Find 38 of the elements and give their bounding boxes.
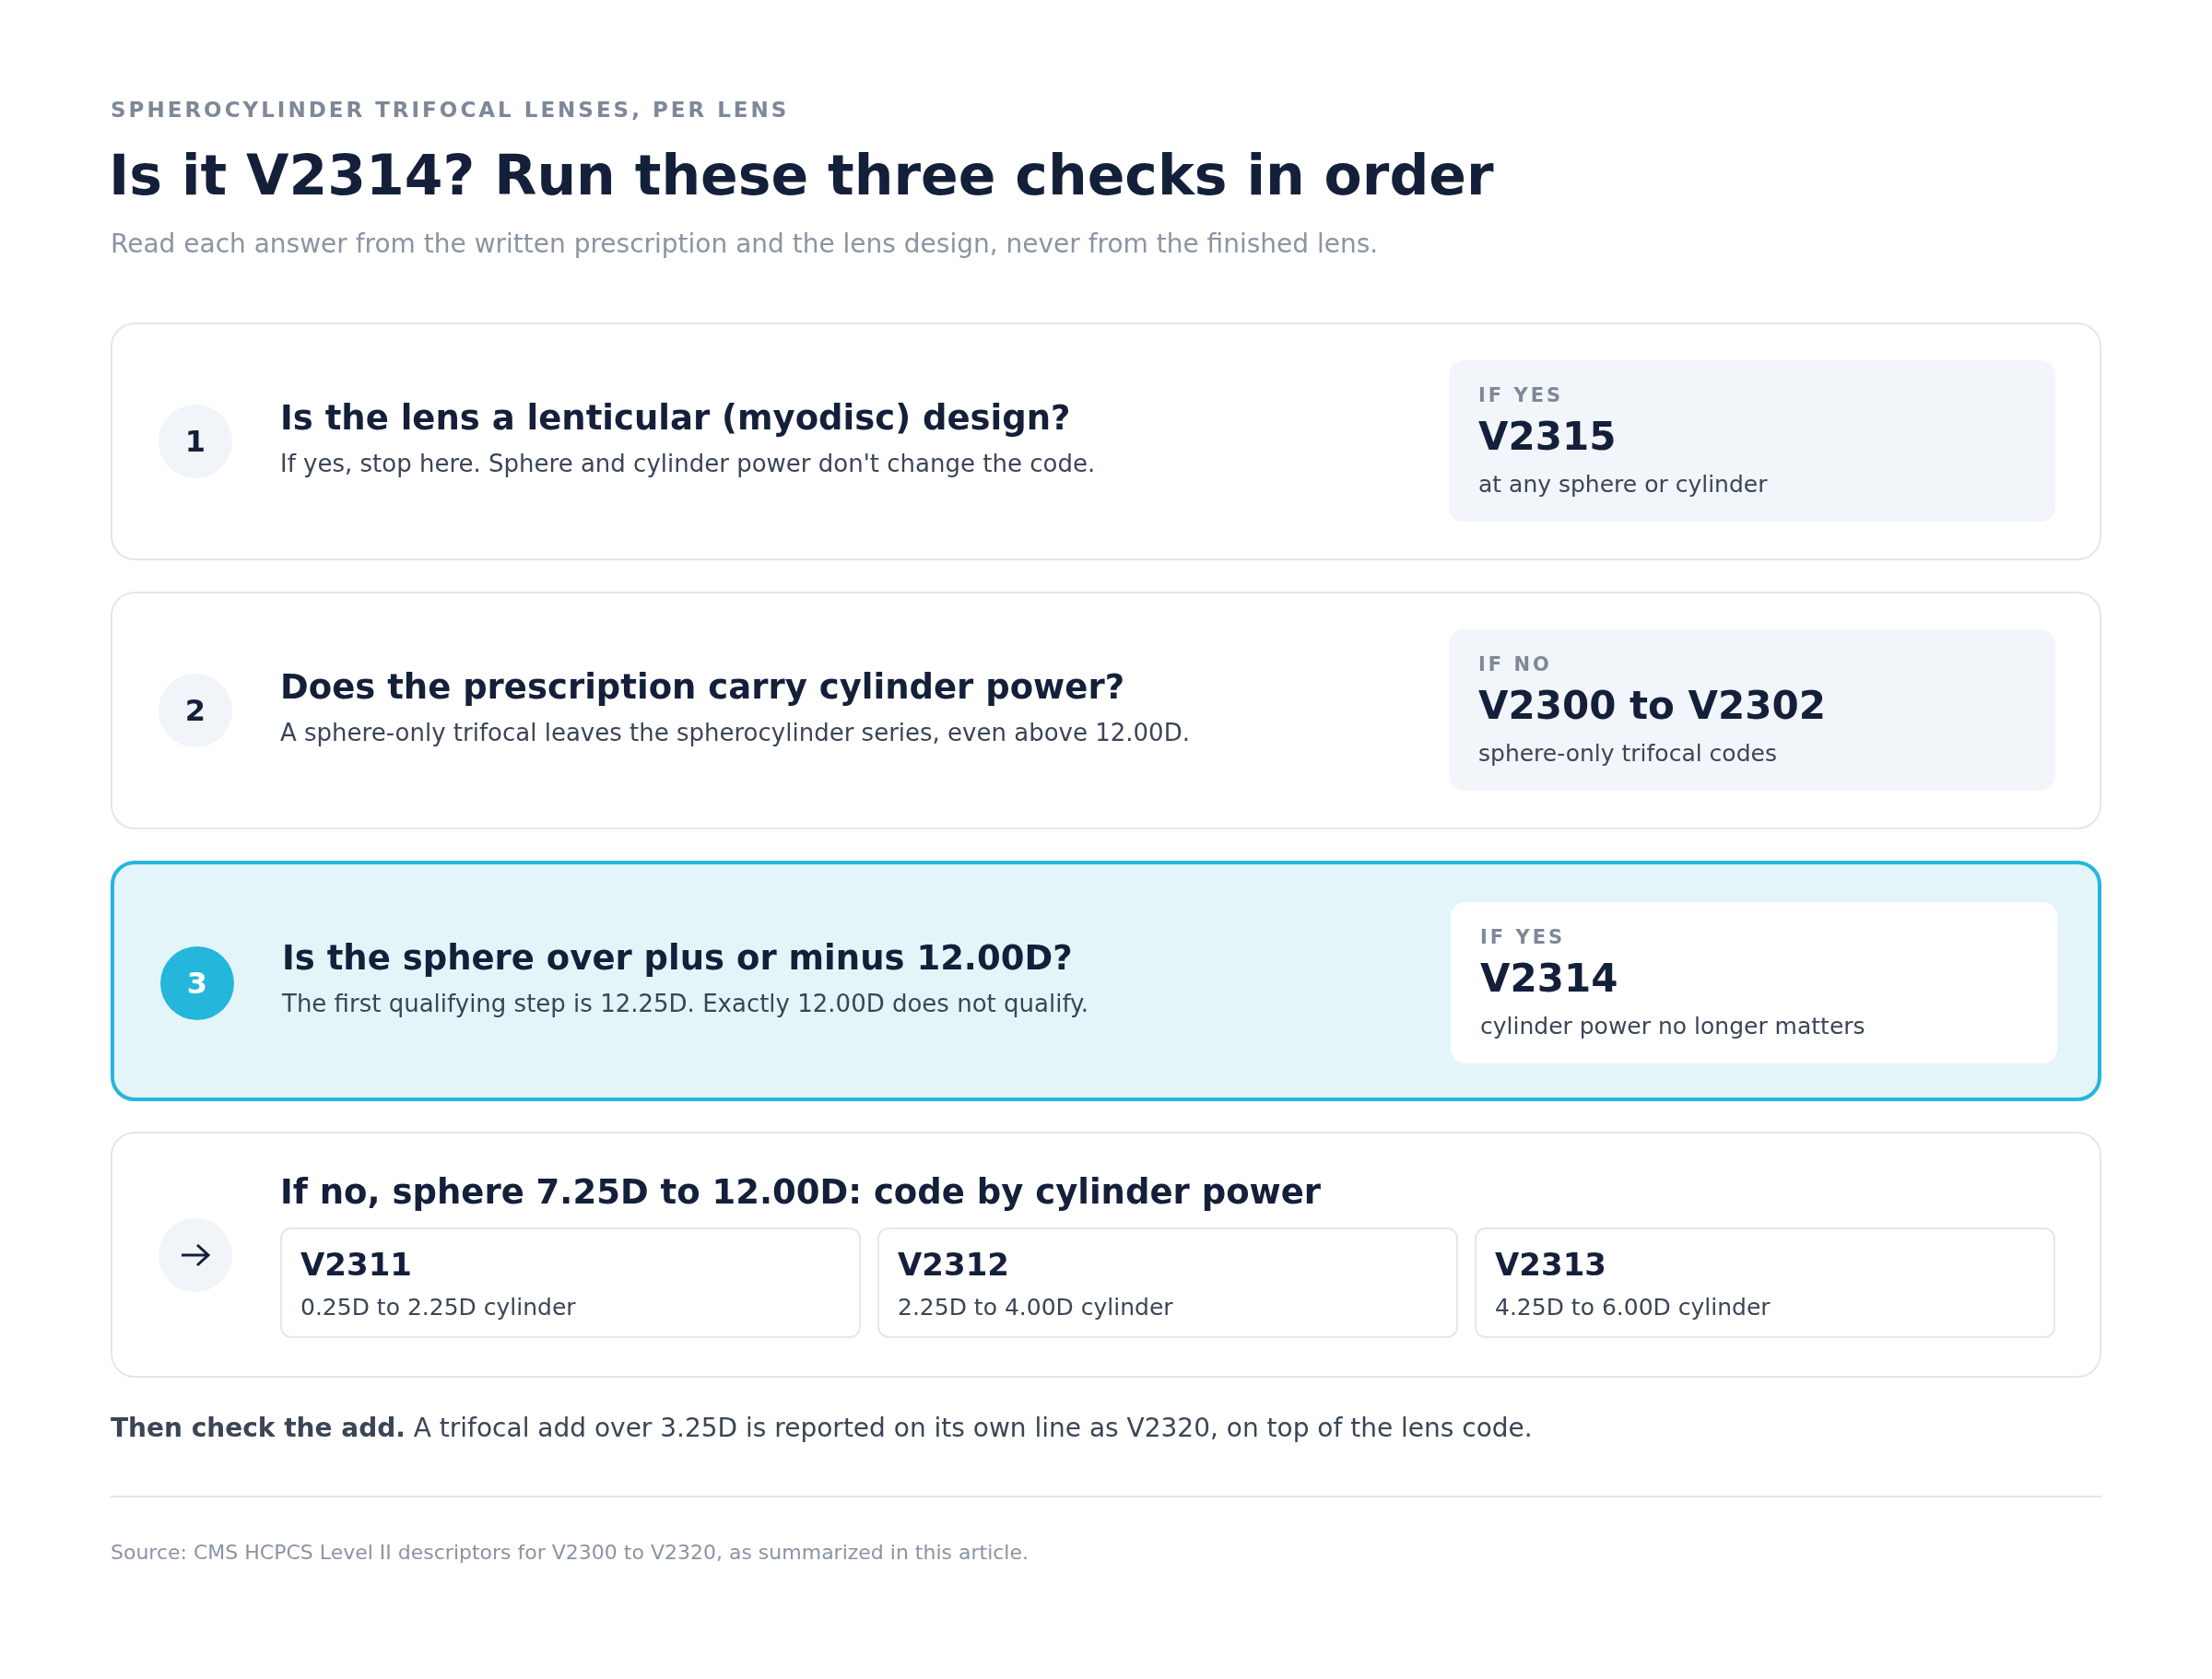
source-note: Source: CMS HCPCS Level II descriptors for V2300 to V2320, as summarized in this article. xyxy=(111,1541,1029,1564)
question-heading: Is the sphere over plus or minus 12.00D? xyxy=(282,938,1073,978)
question-note: A sphere-only trifocal leaves the spherocylinder series, even above 12.00D. xyxy=(280,719,1190,746)
title: Is it V2314? Run these three checks in order xyxy=(109,143,1494,207)
condition-label: IF YES xyxy=(1478,384,1564,406)
question-note: If yes, stop here. Sphere and cylinder power don't change the code. xyxy=(280,450,1096,477)
step-card xyxy=(111,861,2101,1101)
step-number-circle: 3 xyxy=(160,945,234,1020)
result-note: 4.25D to 6.00D cylinder xyxy=(1495,1294,1771,1321)
step-number-circle: 2 xyxy=(159,674,232,747)
overline-heading: SPHEROCYLINDER TRIFOCAL LENSES, PER LENS xyxy=(111,98,790,122)
result-panel xyxy=(1451,901,2057,1063)
result-code: V2314 xyxy=(1480,955,1618,1001)
result-code: V2300 to V2302 xyxy=(1478,683,1826,728)
subtitle: Read each answer from the written prescription and the lens design, never from the finished lens. xyxy=(111,229,1379,259)
code-option-card xyxy=(280,1227,861,1338)
step-card xyxy=(111,323,2101,560)
result-code: V2315 xyxy=(1478,414,1617,459)
step-card xyxy=(111,592,2101,829)
question-note: The first qualifying step is 12.25D. Exactly 12.00D does not qualify. xyxy=(282,990,1089,1017)
result-note: sphere-only trifocal codes xyxy=(1478,740,1777,767)
question-heading: Is the lens a lenticular (myodisc) design? xyxy=(280,398,1071,438)
question-heading: Does the prescription carry cylinder power? xyxy=(280,667,1125,707)
condition-label: IF YES xyxy=(1480,925,1566,948)
result-note: 0.25D to 2.25D cylinder xyxy=(300,1294,576,1321)
code-option-card xyxy=(877,1227,1458,1338)
result-code: V2313 xyxy=(1495,1246,1606,1283)
result-code: V2312 xyxy=(898,1246,1009,1283)
condition-label: IF NO xyxy=(1478,653,1552,675)
question-heading: If no, sphere 7.25D to 12.00D: code by cylinder power xyxy=(280,1172,1322,1212)
step-number-circle: 1 xyxy=(159,405,232,478)
footnote: Then check the add. A trifocal add over 3.25D is reported on its own line as V2320, on top of the lens code. xyxy=(111,1413,1533,1443)
result-note: 2.25D to 4.00D cylinder xyxy=(898,1294,1173,1321)
result-note: cylinder power no longer matters xyxy=(1480,1012,1865,1039)
code-option-card xyxy=(1475,1227,2055,1338)
step-card xyxy=(111,1132,2101,1378)
result-note: at any sphere or cylinder xyxy=(1478,471,1768,498)
result-code: V2311 xyxy=(300,1246,412,1283)
